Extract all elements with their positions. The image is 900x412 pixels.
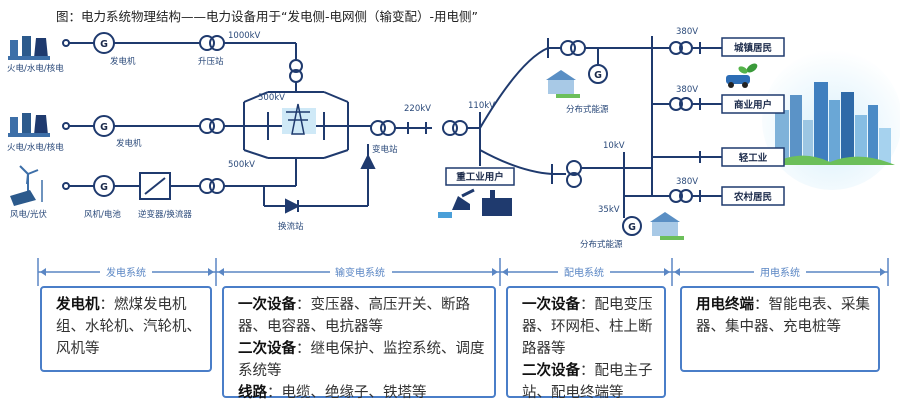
distributed-label-2: 分布式能源 (580, 239, 623, 250)
transmission-tower-icon (282, 103, 316, 135)
section-generation: 发电系统 (106, 266, 146, 279)
wind-solar-icon (10, 165, 43, 206)
generation-equipment-box: 发电机：燃煤发电机组、水轮机、汽轮机、风机等 (40, 286, 212, 372)
power-plant-icon-2 (8, 113, 50, 137)
generation-box-text: ：燃煤发电机组、水轮机、汽轮机、风机等 (56, 297, 201, 357)
city-skyline-icon (726, 50, 900, 190)
voltage-10kv: 10kV (603, 141, 625, 151)
trans-primary-heading: 一次设备 (238, 297, 296, 313)
trans-line-text: ：电缆、绝缘子、铁塔等 (267, 385, 427, 401)
house-icon-1 (546, 70, 580, 98)
gen-source-label-3: 风电/光伏 (10, 209, 47, 220)
car-icon (726, 75, 750, 88)
heavy-industry-label: 重工业用户 (456, 171, 504, 183)
voltage-500kv-bottom: 500kV (228, 160, 255, 170)
transmission-equipment-box: 一次设备：变压器、高压开关、断路器、电容器、电抗器等 二次设备：继电保护、监控系… (222, 286, 496, 401)
use-box-heading: 用电终端 (696, 297, 754, 313)
converter-station-label: 换流站 (278, 221, 304, 232)
rural-box (721, 186, 785, 206)
light-industry-box (721, 147, 785, 167)
substation-label: 变电站 (372, 144, 398, 155)
distribution-equipment-box: 一次设备：配电变压器、环网柜、柱上断路器等 二次设备：配电主子站、配电终端等 (506, 286, 666, 401)
generator-symbol-1: G (100, 39, 108, 50)
generation-box-heading: 发电机 (56, 297, 100, 313)
power-plant-icon-1 (8, 36, 50, 60)
voltage-380v-2: 380V (676, 85, 698, 95)
trans-secondary-heading: 二次设备 (238, 341, 296, 357)
generator-symbol-2: G (100, 122, 108, 133)
consumption-equipment-box: 用电终端：智能电表、采集器、集中器、充电桩等 (680, 286, 880, 372)
voltage-1000kv: 1000kV (228, 31, 261, 41)
generator-label-1: 发电机 (110, 56, 136, 67)
dist-primary-heading: 一次设备 (522, 297, 580, 313)
light-industry-label: 轻工业 (739, 152, 768, 164)
distributed-generator-symbol-1: G (594, 70, 602, 81)
commercial-box (721, 94, 785, 114)
trans-secondary-text: ：继电保护、监控系统、调度系统等 (238, 341, 485, 379)
section-consumption: 用电系统 (760, 266, 800, 279)
dist-primary-text: ：配电变压器、环网柜、柱上断路器等 (522, 297, 653, 357)
voltage-220kv: 220kV (404, 104, 431, 114)
gen-source-label-1: 火电/水电/核电 (7, 63, 64, 74)
urban-label: 城镇居民 (734, 42, 772, 54)
urban-box (721, 37, 785, 57)
trans-line-heading: 线路 (238, 385, 267, 401)
heavy-industry-box (445, 167, 515, 186)
trans-primary-text: ：变压器、高压开关、断路器、电容器、电抗器等 (238, 297, 470, 335)
use-box-text: ：智能电表、采集器、集中器、充电桩等 (696, 297, 870, 335)
commercial-label: 商业用户 (734, 99, 772, 111)
section-distribution: 配电系统 (564, 266, 604, 279)
distributed-label-1: 分布式能源 (566, 104, 609, 115)
figure-title: 图：电力系统物理结构——电力设备用于“发电侧-电网侧（输变配）-用电侧” (56, 9, 478, 24)
gen-source-label-2: 火电/水电/核电 (7, 142, 64, 153)
generator-label-2: 发电机 (116, 138, 142, 149)
factory-icon (438, 188, 512, 218)
distributed-generator-symbol-2: G (628, 222, 636, 233)
leaf-icon (738, 63, 758, 74)
step-up-label: 升压站 (198, 56, 224, 67)
inverter-label: 逆变器/换流器 (138, 209, 192, 220)
voltage-110kv: 110kV (468, 101, 495, 111)
generator-label-3: 风机/电池 (84, 209, 121, 220)
rural-label: 农村居民 (733, 191, 772, 203)
dist-secondary-heading: 二次设备 (522, 363, 580, 379)
section-bracket (37, 258, 889, 286)
house-icon-2 (650, 212, 684, 240)
voltage-380v-3: 380V (676, 177, 698, 187)
voltage-380v-1: 380V (676, 27, 698, 37)
section-transmission: 输变电系统 (335, 266, 385, 279)
generator-symbol-3: G (100, 182, 108, 193)
voltage-500kv-top: 500kV (258, 93, 285, 103)
dist-secondary-text: ：配电主子站、配电终端等 (522, 363, 653, 401)
voltage-35kv: 35kV (598, 205, 620, 215)
